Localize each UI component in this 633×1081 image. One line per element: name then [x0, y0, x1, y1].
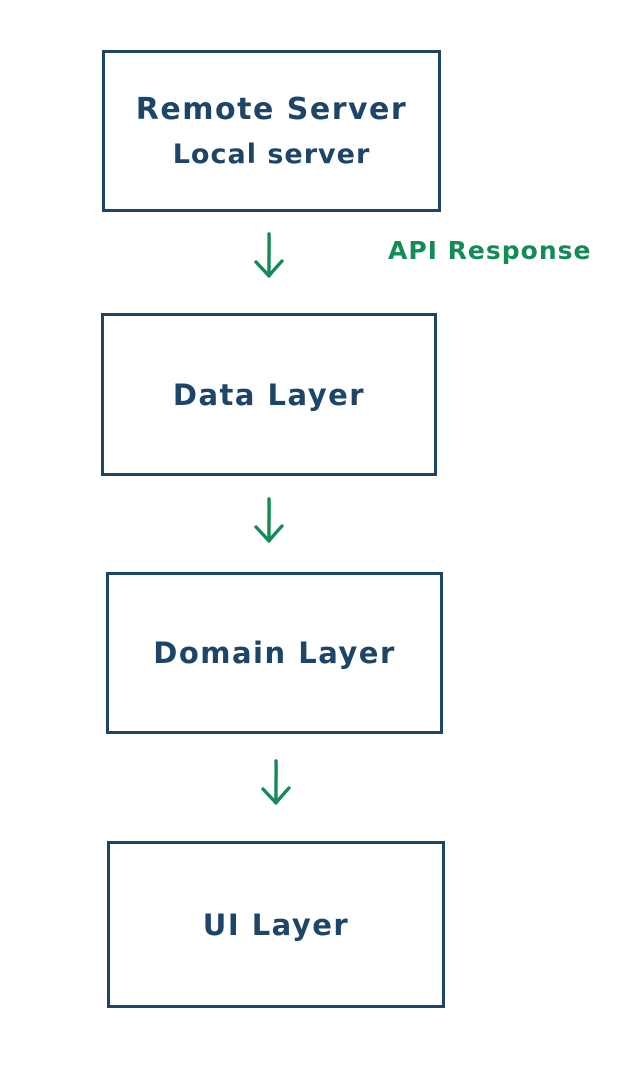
down-arrow-icon — [249, 496, 289, 548]
domain-layer-node-label: Domain Layer — [153, 636, 396, 670]
domain-layer-node-box: Domain Layer — [106, 572, 443, 734]
data-layer-node-box: Data Layer — [101, 313, 437, 476]
server-node-title: Remote Server — [135, 92, 408, 127]
down-arrow-icon — [256, 758, 296, 810]
server-node-subtitle: Local server — [172, 139, 371, 170]
ui-layer-node-box: UI Layer — [107, 841, 445, 1008]
edge-api-response-label: API Response — [388, 236, 592, 265]
data-layer-node-label: Data Layer — [172, 377, 366, 412]
down-arrow-icon — [249, 231, 289, 283]
ui-layer-node-label: UI Layer — [202, 907, 350, 942]
server-node-box: Remote Server Local server — [102, 50, 441, 212]
